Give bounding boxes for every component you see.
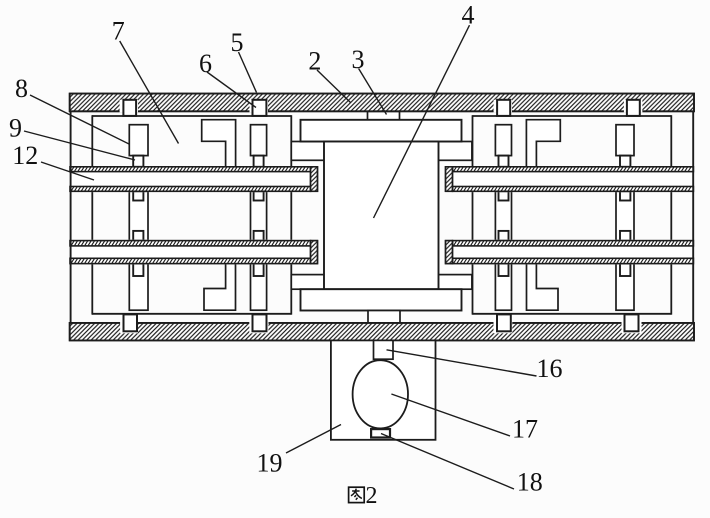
svg-text:3: 3 — [352, 45, 365, 74]
svg-text:18: 18 — [517, 467, 543, 496]
svg-text:17: 17 — [512, 415, 538, 444]
svg-text:19: 19 — [257, 449, 283, 478]
svg-text:2: 2 — [308, 47, 321, 76]
svg-text:5: 5 — [231, 28, 244, 57]
svg-text:2: 2 — [366, 483, 378, 509]
svg-text:4: 4 — [462, 1, 475, 30]
svg-text:16: 16 — [537, 354, 563, 383]
svg-text:9: 9 — [9, 114, 22, 143]
svg-text:7: 7 — [112, 17, 125, 46]
svg-text:8: 8 — [15, 74, 28, 103]
svg-text:12: 12 — [12, 141, 38, 170]
svg-text:6: 6 — [199, 49, 212, 78]
